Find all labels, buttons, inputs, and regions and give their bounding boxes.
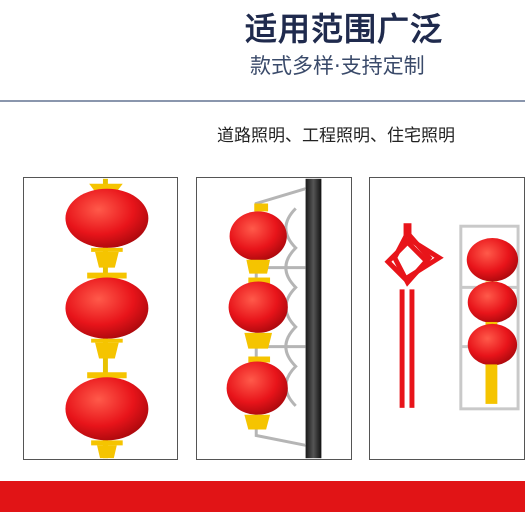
page-title: 适用范围广泛 [245, 10, 444, 48]
triple-lantern-string-icon [65, 178, 149, 459]
divider [0, 100, 525, 102]
usage-scenarios: 道路照明、工程照明、住宅照明 [217, 126, 455, 146]
lantern-pole-bracket-icon [226, 178, 322, 459]
product-card-chinese-knot[interactable] [369, 177, 525, 460]
bottom-banner [0, 481, 525, 512]
product-card-lantern-string[interactable] [23, 177, 178, 460]
page-subtitle: 款式多样·支持定制 [250, 54, 425, 78]
product-card-pole-bracket[interactable] [196, 177, 352, 460]
chinese-knot-lantern-icon [384, 223, 520, 411]
